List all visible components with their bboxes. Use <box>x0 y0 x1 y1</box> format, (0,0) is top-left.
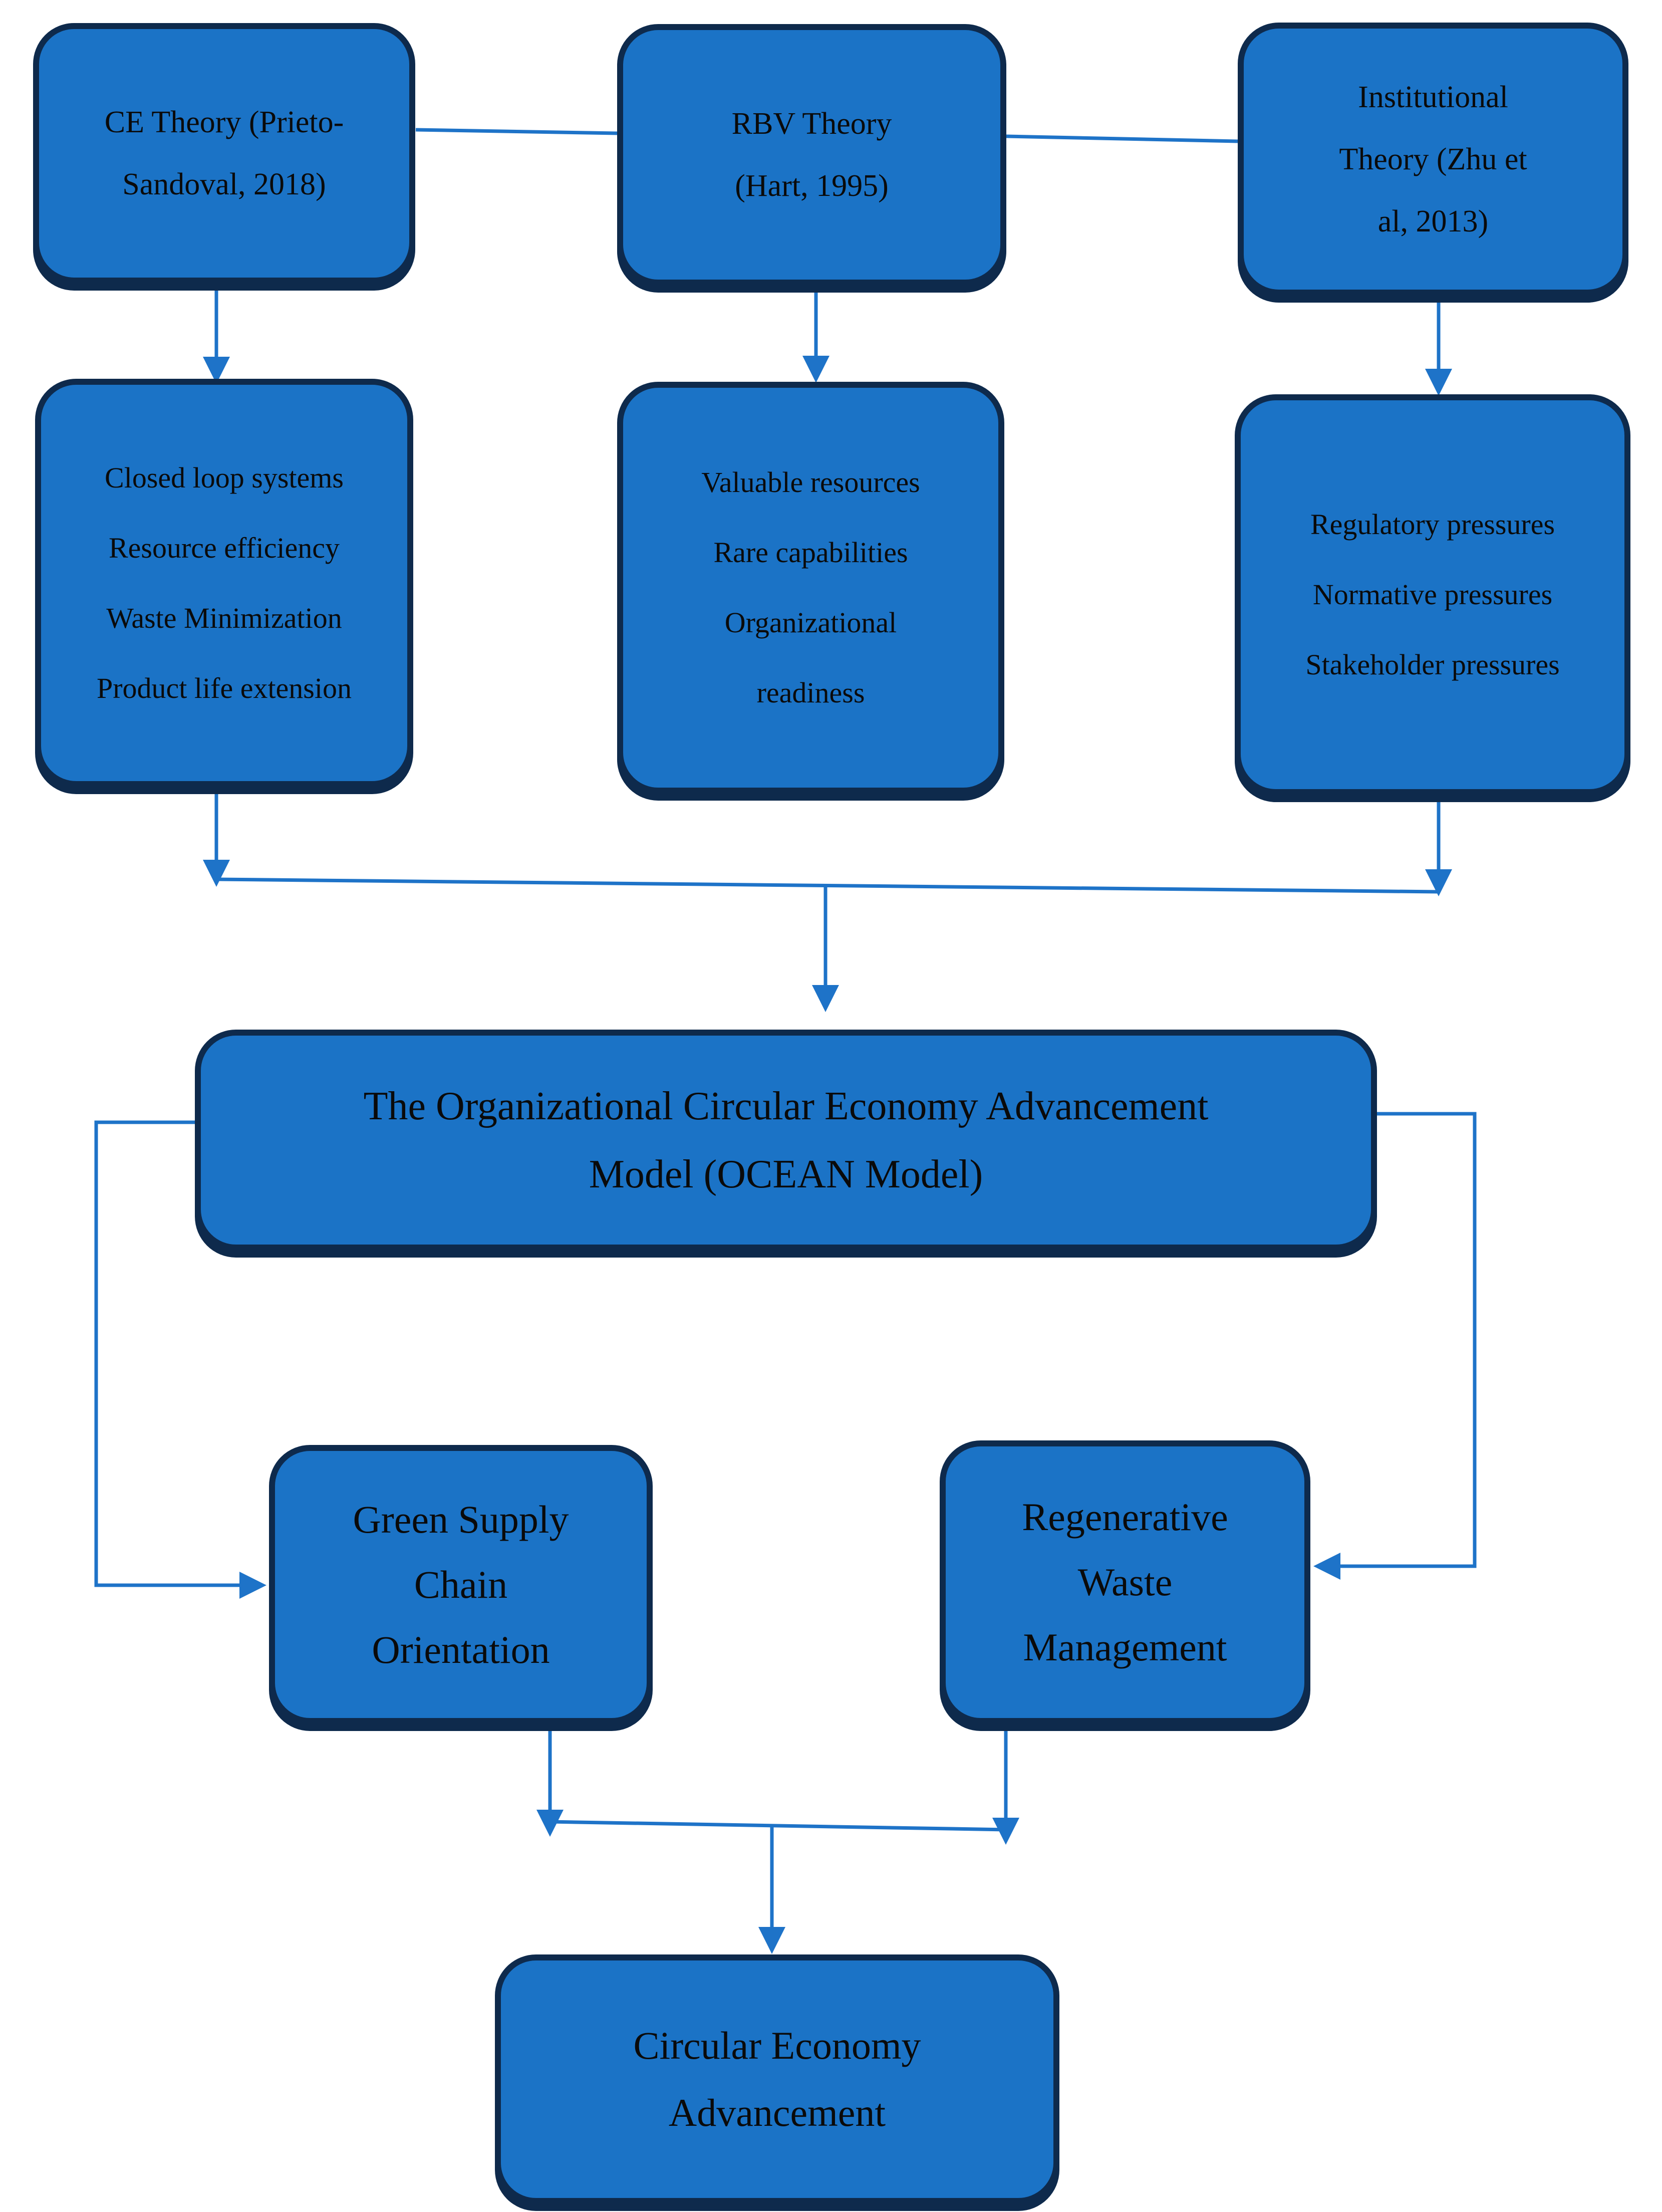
text-line: Orientation <box>372 1627 550 1671</box>
text-line: The Organizational Circular Economy Adva… <box>363 1084 1209 1128</box>
gather2-left-head <box>536 1810 564 1837</box>
text-line: CE Theory (Prieto- <box>104 105 344 139</box>
link-rbv-institutional <box>1006 134 1238 143</box>
text-line: al, 2013) <box>1377 204 1489 238</box>
text-line: Theory (Zhu et <box>1339 142 1527 176</box>
box-ocean-model: The Organizational Circular Economy Adva… <box>195 1030 1377 1251</box>
box-rbv-theory: RBV Theory (Hart, 1995) <box>617 24 1006 286</box>
arrow-institutional-to-elements-head <box>1425 369 1452 396</box>
arrow-rbv-to-elements-head <box>802 356 829 383</box>
text-line: Waste <box>1077 1560 1173 1604</box>
link-ce-rbv <box>415 128 618 135</box>
text-line: Model (OCEAN Model) <box>589 1152 983 1196</box>
text-line: RBV Theory <box>731 107 892 141</box>
gather2-horizontal <box>548 1820 1007 1832</box>
text-line: readiness <box>756 676 865 709</box>
text-line: Management <box>1023 1625 1227 1669</box>
box-ce-theory: CE Theory (Prieto- Sandoval, 2018) <box>33 23 415 284</box>
text-line: Normative pressures <box>1312 578 1553 611</box>
text-line: Institutional <box>1358 80 1508 114</box>
text-line: Resource efficiency <box>108 531 340 564</box>
text-line: Valuable resources <box>701 466 920 499</box>
text-line: Chain <box>414 1562 508 1606</box>
text-line: Closed loop systems <box>105 461 344 494</box>
text-line: Regulatory pressures <box>1310 508 1555 541</box>
text-line: Rare capabilities <box>713 536 908 569</box>
text-line: Circular Economy <box>633 2024 921 2067</box>
arrow-to-final-head <box>758 1927 785 1954</box>
gather1-horizontal <box>215 877 1440 894</box>
arrow-to-ocean-head <box>812 985 839 1012</box>
gather1-left-head <box>203 860 230 887</box>
connector-ocean-to-gsco-head <box>239 1572 266 1599</box>
text-line: Regenerative <box>1022 1495 1228 1539</box>
gather2-right-head <box>992 1818 1019 1845</box>
text-line: Advancement <box>668 2091 886 2134</box>
text-line: Organizational <box>724 606 897 639</box>
text-line: Green Supply <box>353 1497 569 1541</box>
text-line: (Hart, 1995) <box>735 169 889 203</box>
text-line: Waste Minimization <box>106 601 342 634</box>
text-line: Stakeholder pressures <box>1305 648 1560 681</box>
connector-ocean-to-rwm-head <box>1313 1553 1340 1580</box>
text-line: Product life extension <box>96 671 352 704</box>
text-line: Sandoval, 2018) <box>122 167 326 201</box>
gather1-right-head <box>1425 869 1452 896</box>
